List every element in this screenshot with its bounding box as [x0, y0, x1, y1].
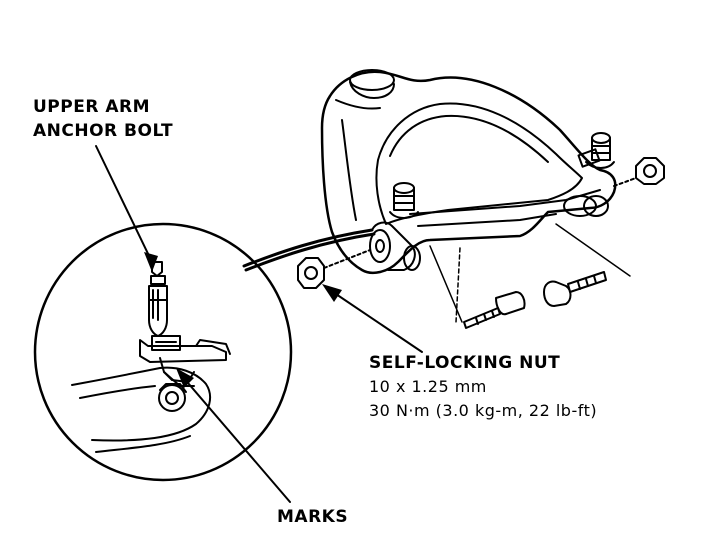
ball-joint-stud-left — [389, 182, 419, 219]
rear-bushing — [369, 221, 421, 271]
flange-bolt-long — [463, 291, 526, 329]
leader-marks — [176, 368, 291, 503]
leader-self-locking-nut — [322, 284, 423, 353]
detail-bracket — [139, 335, 231, 387]
rear-nut — [297, 249, 371, 289]
ball-joint-stud-right — [585, 132, 615, 169]
detail-circle — [33, 222, 293, 482]
label-marks: MARKS — [277, 507, 349, 527]
label-nut-size: 10 x 1.25 mm — [369, 377, 487, 396]
front-nut — [613, 157, 665, 187]
upper-control-arm — [320, 69, 617, 274]
leader-upper-arm-bolt — [95, 145, 158, 272]
detail-view — [33, 222, 293, 482]
detail-knuckle-outline — [71, 366, 212, 442]
alignment-lines — [429, 223, 631, 323]
label-self-locking-nut: SELF-LOCKING NUT — [369, 353, 561, 373]
label-nut-torque: 30 N·m (3.0 kg-m, 22 lb-ft) — [369, 401, 598, 420]
label-upper-arm: UPPER ARM — [33, 97, 151, 117]
detail-anchor-bolt — [148, 261, 168, 337]
label-anchor-bolt: ANCHOR BOLT — [33, 121, 174, 141]
flange-bolt-short — [543, 271, 607, 307]
detail-nut — [158, 383, 187, 412]
connector-band — [242, 228, 376, 272]
